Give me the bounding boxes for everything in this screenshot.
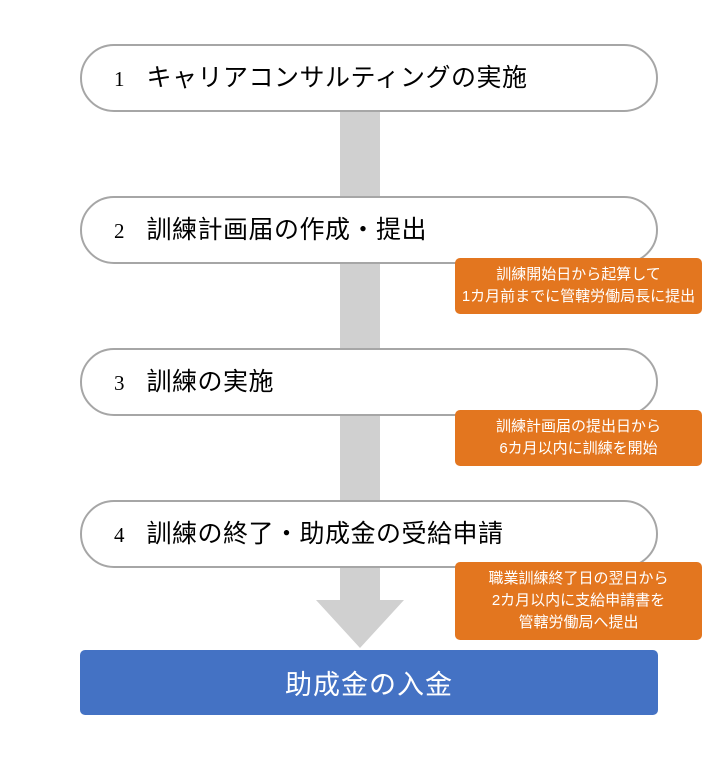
- step-content: 4 訓練の終了・助成金の受給申請: [82, 522, 504, 547]
- step-box-2[interactable]: 2 訓練計画届の作成・提出: [80, 196, 658, 264]
- callout-box-3: 職業訓練終了日の翌日から 2カ月以内に支給申請書を 管轄労働局へ提出: [455, 562, 702, 640]
- final-outcome-label: 助成金の入金: [285, 670, 453, 700]
- step-box-4[interactable]: 4 訓練の終了・助成金の受給申請: [80, 500, 658, 568]
- step-label: 訓練の実施: [146, 368, 275, 396]
- final-outcome-box[interactable]: 助成金の入金: [80, 650, 658, 715]
- callout-box-1: 訓練開始日から起算して 1カ月前までに管轄労働局長に提出: [455, 258, 702, 314]
- step-label: 訓練計画届の作成・提出: [146, 216, 428, 244]
- step-number: 2: [114, 218, 125, 243]
- callout-line: 1カ月前までに管轄労働局長に提出: [461, 288, 696, 305]
- step-box-3[interactable]: 3 訓練の実施: [80, 348, 658, 416]
- step-box-1[interactable]: 1 キャリアコンサルティングの実施: [80, 44, 658, 112]
- callout-line: 2カ月以内に支給申請書を: [491, 592, 666, 609]
- step-content: 1 キャリアコンサルティングの実施: [82, 66, 528, 91]
- callout-line: 訓練計画届の提出日から: [495, 418, 661, 435]
- callout-box-2: 訓練計画届の提出日から 6カ月以内に訓練を開始: [455, 410, 702, 466]
- step-content: 3 訓練の実施: [82, 370, 274, 395]
- step-number: 1: [114, 66, 125, 91]
- callout-line: 管轄労働局へ提出: [518, 614, 639, 631]
- step-label: キャリアコンサルティングの実施: [146, 64, 528, 92]
- callout-line: 訓練開始日から起算して: [496, 266, 661, 283]
- callout-line: 職業訓練終了日の翌日から: [488, 570, 669, 587]
- step-number: 4: [114, 522, 125, 547]
- step-content: 2 訓練計画届の作成・提出: [82, 218, 427, 243]
- callout-line: 6カ月以内に訓練を開始: [499, 440, 658, 457]
- step-number: 3: [114, 370, 125, 395]
- step-label: 訓練の終了・助成金の受給申請: [146, 520, 504, 548]
